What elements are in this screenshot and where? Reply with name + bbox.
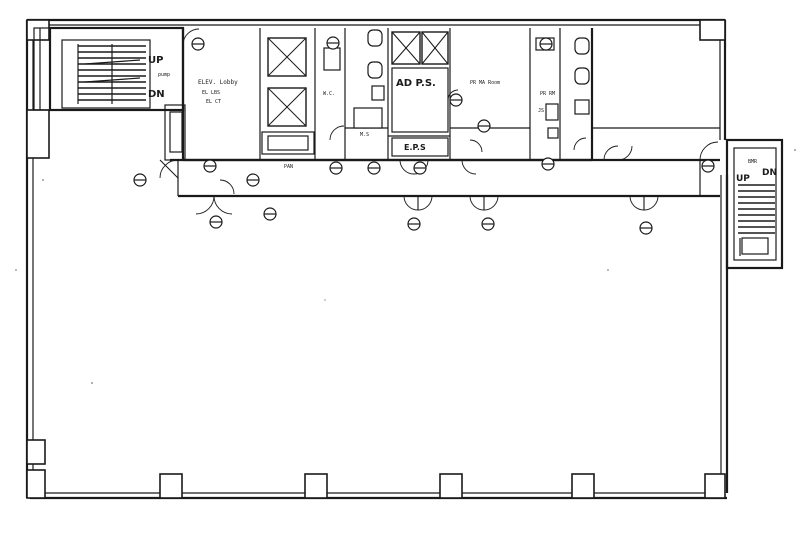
stair-right: UP DN BMR [725, 138, 784, 270]
ad-ps-shafts [391, 31, 449, 157]
label-ad-ps: AD P.S. [396, 78, 436, 89]
label-store: PAN [284, 164, 293, 170]
label-elevator-hall-sub1: EL LBS [202, 90, 220, 96]
label-elevator-hall-sub2: EL CT [206, 99, 221, 105]
label-janitor: JS [538, 108, 544, 114]
detector [701, 159, 715, 173]
detector [209, 215, 223, 229]
core-walls [170, 28, 720, 198]
detector [449, 93, 463, 107]
detector [329, 161, 343, 175]
scan-specks [15, 149, 796, 384]
detector [639, 221, 653, 235]
detector [191, 37, 205, 51]
stair-right-up-label: UP [736, 174, 750, 184]
label-office-small: PR MA Room [470, 80, 500, 86]
label-mech: M.S [360, 132, 369, 138]
label-elevator-hall: ELEV. Lobby [198, 79, 238, 86]
stair-left-up-label: UP [148, 55, 163, 66]
detector [203, 159, 217, 173]
stair-left: UP DN pump [48, 26, 185, 112]
elevator-shafts [261, 37, 315, 155]
room-labels: ELEV. Lobby EL LBS EL CT AD P.S. E.P.S P… [198, 78, 555, 170]
detector [407, 217, 421, 231]
detector [246, 173, 260, 187]
outer-walls [25, 18, 729, 500]
detector [541, 157, 555, 171]
detector [413, 161, 427, 175]
stair-right-note: BMR [748, 159, 758, 165]
detector [367, 161, 381, 175]
label-eps: E.P.S [404, 143, 426, 152]
detectors [133, 36, 715, 235]
detector [263, 207, 277, 221]
detector [326, 36, 340, 50]
stair-right-down-label: DN [762, 168, 777, 178]
detector [133, 173, 147, 187]
detector [481, 217, 495, 231]
stair-left-down-label: DN [148, 89, 165, 100]
perimeter-columns [26, 19, 726, 499]
detector [539, 37, 553, 51]
doors [159, 28, 719, 215]
label-toilet-m: PR RM [540, 91, 555, 97]
stair-left-note: pump [158, 72, 170, 78]
label-toilet-w: W.C. [323, 91, 335, 97]
detector [477, 119, 491, 133]
